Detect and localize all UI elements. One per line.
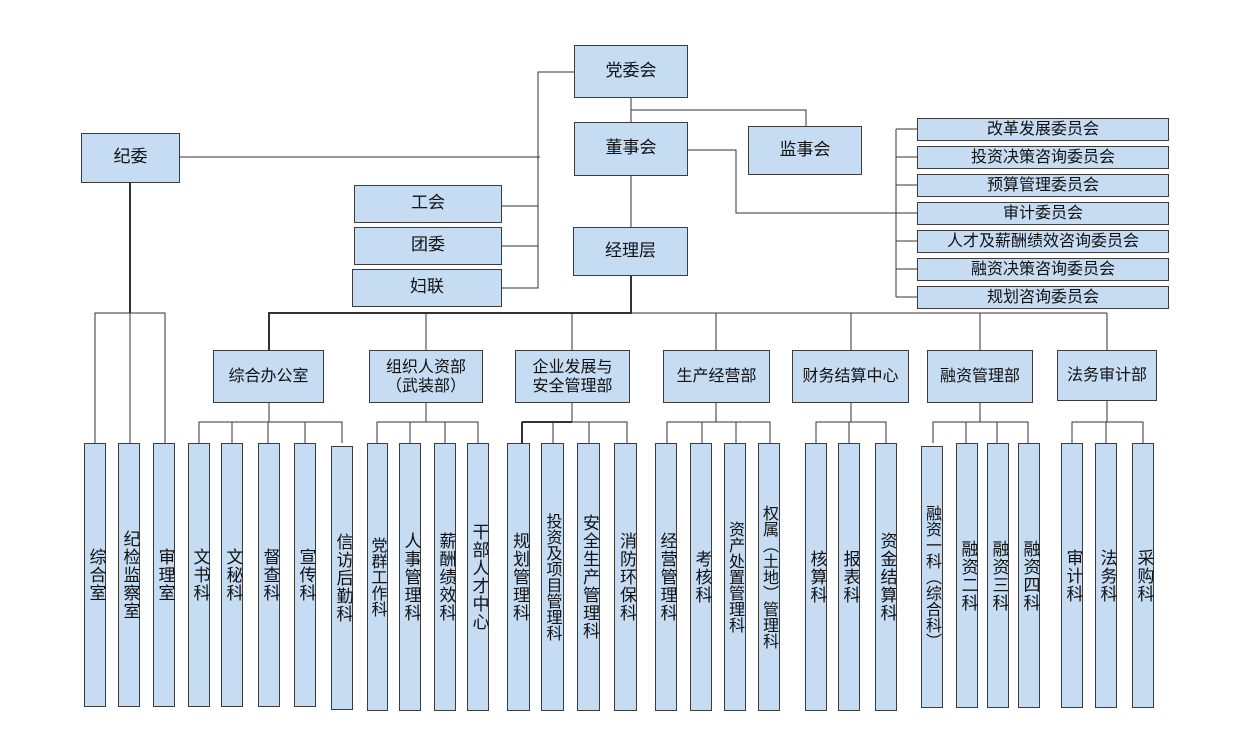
unit-land-ownership: 权属（土地）管理科 bbox=[758, 443, 780, 711]
mass-org-youth-league: 团委 bbox=[354, 227, 502, 265]
unit-compensation: 薪酬绩效科 bbox=[434, 443, 456, 711]
unit-cadre-talent: 干部人才中心 bbox=[467, 443, 489, 711]
unit-fund-settlement: 资金结算科 bbox=[875, 443, 897, 711]
unit-documents: 文书科 bbox=[188, 443, 210, 707]
unit-asset-disposal: 资产处置管理科 bbox=[724, 443, 746, 711]
unit-party-work: 党群工作科 bbox=[367, 443, 388, 711]
unit-financing-3: 融资三科 bbox=[987, 443, 1009, 708]
unit-inspection: 纪检监察室 bbox=[118, 443, 140, 707]
committee-financing: 融资决策咨询委员会 bbox=[917, 258, 1169, 281]
mass-org-union: 工会 bbox=[354, 185, 502, 223]
management-box: 经理层 bbox=[573, 227, 688, 276]
dept-general-office: 综合办公室 bbox=[213, 350, 324, 403]
unit-financing-1: 融资一科（综合科） bbox=[921, 446, 943, 708]
dept-production: 生产经营部 bbox=[663, 350, 770, 403]
unit-planning: 规划管理科 bbox=[507, 443, 530, 711]
unit-secretarial: 文秘科 bbox=[221, 443, 243, 707]
unit-publicity: 宣传科 bbox=[294, 443, 316, 707]
unit-fire-environment: 消防环保科 bbox=[614, 443, 637, 711]
mass-org-womens-federation: 妇联 bbox=[352, 269, 502, 307]
unit-audit: 审计科 bbox=[1061, 443, 1083, 708]
committee-budget: 预算管理委员会 bbox=[917, 174, 1169, 197]
committee-planning: 规划咨询委员会 bbox=[917, 286, 1169, 309]
dept-financing: 融资管理部 bbox=[927, 350, 1033, 403]
board-box: 董事会 bbox=[574, 122, 688, 176]
unit-personnel: 人事管理科 bbox=[399, 443, 421, 711]
dept-hr: 组织人资部 （武装部） bbox=[369, 350, 483, 403]
unit-reporting: 报表科 bbox=[838, 443, 860, 711]
unit-general-office: 综合室 bbox=[84, 443, 106, 707]
unit-accounting: 核算科 bbox=[805, 443, 827, 711]
party-committee-box: 党委会 bbox=[574, 45, 688, 98]
discipline-committee-box: 纪委 bbox=[81, 133, 180, 183]
committee-investment: 投资决策咨询委员会 bbox=[917, 146, 1169, 169]
supervisory-board-box: 监事会 bbox=[748, 126, 862, 175]
dept-legal-audit: 法务审计部 bbox=[1057, 350, 1157, 401]
unit-investment-projects: 投资及项目管理科 bbox=[541, 443, 564, 711]
unit-legal: 法务科 bbox=[1095, 443, 1117, 708]
unit-operations: 经营管理科 bbox=[655, 443, 677, 711]
unit-procurement: 采购科 bbox=[1132, 443, 1154, 708]
unit-supervision: 督查科 bbox=[258, 443, 280, 707]
unit-review: 审理室 bbox=[153, 443, 175, 707]
dept-finance-center: 财务结算中心 bbox=[792, 350, 909, 403]
unit-assessment: 考核科 bbox=[690, 443, 712, 711]
dept-enterprise-safety: 企业发展与 安全管理部 bbox=[515, 350, 630, 403]
committee-talent: 人才及薪酬绩效咨询委员会 bbox=[917, 230, 1169, 253]
unit-financing-4: 融资四科 bbox=[1018, 443, 1040, 708]
unit-financing-2: 融资二科 bbox=[956, 443, 978, 708]
unit-safety-production: 安全生产管理科 bbox=[577, 443, 600, 711]
unit-petitions-logistics: 信访后勤科 bbox=[331, 446, 353, 710]
committee-audit: 审计委员会 bbox=[917, 202, 1169, 225]
committee-reform: 改革发展委员会 bbox=[917, 118, 1169, 141]
